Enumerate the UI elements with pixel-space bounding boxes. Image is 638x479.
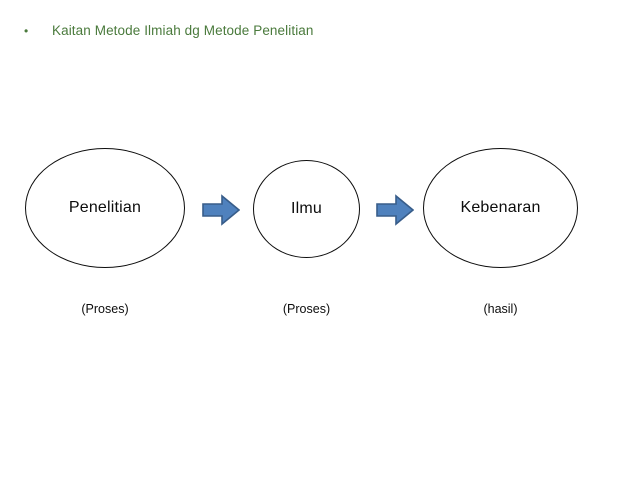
- diagram-node-ilmu: Ilmu: [253, 160, 360, 258]
- arrow-right-glyph: [202, 194, 241, 226]
- arrow-right-icon: [202, 194, 241, 226]
- arrow-right-icon: [376, 194, 415, 226]
- diagram-node-kebenaran: Kebenaran: [423, 148, 578, 268]
- diagram-node-penelitian: Penelitian: [25, 148, 185, 268]
- diagram-node-label: Penelitian: [68, 199, 142, 216]
- diagram-node-caption: (hasil): [483, 302, 518, 316]
- diagram-node-label: Ilmu: [290, 200, 323, 217]
- page-title: Kaitan Metode Ilmiah dg Metode Penelitia…: [52, 23, 314, 38]
- diagram-node-caption: (Proses): [81, 302, 129, 316]
- diagram-node-label: Kebenaran: [460, 199, 541, 216]
- diagram-node-caption: (Proses): [282, 302, 331, 316]
- bullet-point-icon: •: [24, 24, 29, 38]
- title-bullet-line: • Kaitan Metode Ilmiah dg Metode Penelit…: [24, 22, 314, 40]
- arrow-right-glyph: [376, 194, 415, 226]
